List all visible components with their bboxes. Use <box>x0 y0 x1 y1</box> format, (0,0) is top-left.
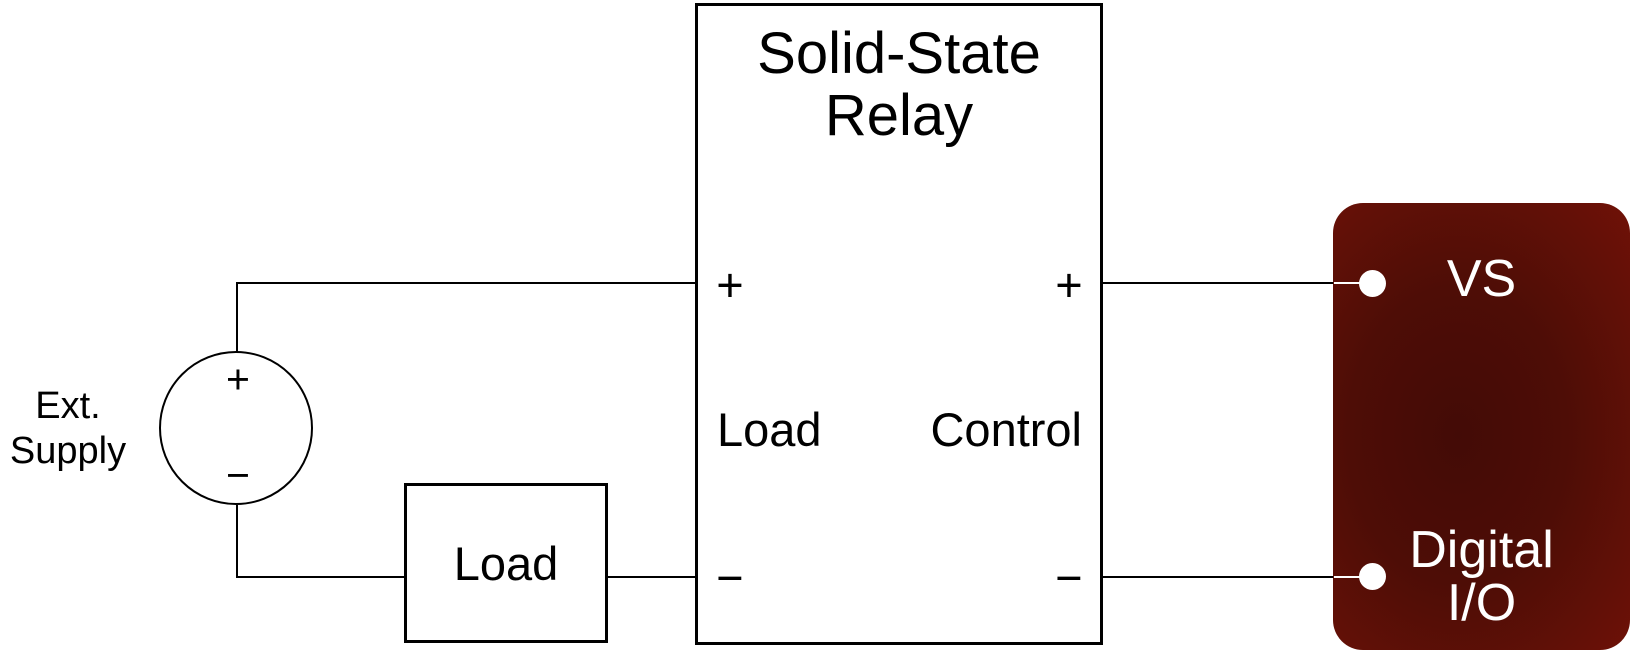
relay-load-plus-terminal: + <box>716 258 744 311</box>
relay-control-side-label: Control <box>930 403 1082 456</box>
wire-load-to-relay-minus <box>606 576 697 578</box>
wire-source-bottom-vertical <box>236 505 238 578</box>
load-box-label: Load <box>453 536 559 590</box>
wire-relay-to-dio <box>1101 576 1333 578</box>
relay-title-line2: Relay <box>824 83 974 148</box>
digital-io-pin-label-line1: Digital <box>1409 521 1554 579</box>
relay-title: Solid-State Relay <box>695 23 1103 147</box>
source-plus-sign: + <box>226 356 250 402</box>
vs-terminal-stub <box>1334 282 1368 284</box>
dio-terminal-stub <box>1334 576 1368 578</box>
dio-terminal-dot <box>1359 563 1386 590</box>
load-box: Load <box>404 483 608 643</box>
wire-source-top-vertical <box>236 283 238 352</box>
digital-io-pin-label-line2: I/O <box>1446 574 1517 632</box>
relay-control-minus-terminal: − <box>1055 551 1083 604</box>
vs-pin-label: VS <box>1446 250 1517 308</box>
relay-title-line1: Solid-State <box>757 21 1041 86</box>
digital-io-pin-label: Digital I/O <box>1333 524 1630 630</box>
voltage-source-circle <box>159 351 313 505</box>
ext-supply-label-line1: Ext. <box>35 385 101 427</box>
vs-terminal-dot <box>1359 270 1386 297</box>
wire-relay-to-vs <box>1101 282 1333 284</box>
ext-supply-label-line2: Supply <box>9 430 127 472</box>
source-minus-sign: − <box>226 452 250 498</box>
wire-source-to-load <box>236 576 406 578</box>
relay-control-plus-terminal: + <box>1055 258 1083 311</box>
ext-supply-label: Ext. Supply <box>0 384 136 474</box>
relay-load-minus-terminal: − <box>716 551 744 604</box>
wire-source-to-relay-plus <box>236 282 697 284</box>
relay-load-side-label: Load <box>717 403 822 456</box>
relay-box <box>695 3 1103 645</box>
